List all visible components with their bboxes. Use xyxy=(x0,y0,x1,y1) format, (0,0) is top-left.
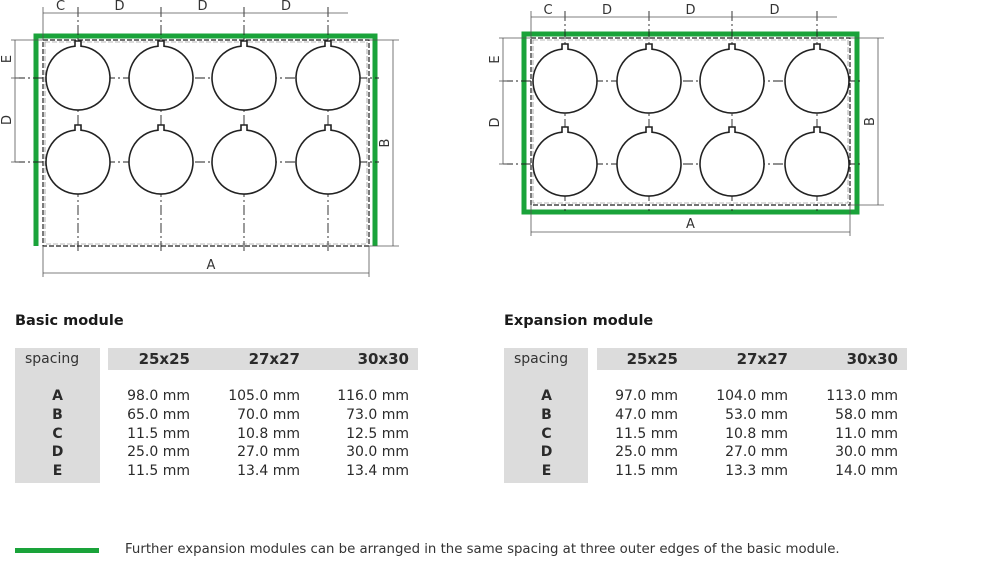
dim-label-b: B xyxy=(863,117,878,126)
table-cell: 47.0 mm xyxy=(615,406,678,423)
expansion-module-title: Expansion module xyxy=(504,313,654,329)
table-cell: 11.5 mm xyxy=(127,425,190,442)
dim-label-d: D xyxy=(281,0,291,14)
table-cell: 58.0 mm xyxy=(835,406,898,423)
header-bg xyxy=(108,348,418,370)
table-cell: 12.5 mm xyxy=(346,425,409,442)
row-label: A xyxy=(52,388,63,404)
module-diagrams: C D D D E D A B C D D D E D A B xyxy=(0,0,884,277)
dim-label-e: E xyxy=(488,55,503,63)
module-outline xyxy=(530,37,851,206)
dim-label-c: C xyxy=(56,0,65,14)
cutout-hole xyxy=(616,126,682,197)
label-column-bg xyxy=(504,348,588,483)
cutout-hole xyxy=(532,43,598,114)
table-cell: 13.3 mm xyxy=(725,463,788,480)
cutout-hole xyxy=(699,126,765,197)
table-cell: 105.0 mm xyxy=(228,388,300,404)
expansion-edge-green xyxy=(33,33,378,246)
column-header: 27x27 xyxy=(736,350,788,368)
dim-label-d: D xyxy=(685,3,695,18)
table-cell: 73.0 mm xyxy=(346,406,409,423)
cutout-hole xyxy=(211,124,277,195)
dim-label-d: D xyxy=(197,0,207,14)
column-header: 27x27 xyxy=(248,350,300,368)
expansion-edge-green xyxy=(521,31,860,215)
table-cell: 98.0 mm xyxy=(127,388,190,404)
spacing-label: spacing xyxy=(514,351,569,367)
table-cell: 53.0 mm xyxy=(725,406,788,423)
dim-label-c: C xyxy=(543,3,552,18)
green-legend-line xyxy=(15,548,99,553)
dim-label-a: A xyxy=(686,217,695,232)
dim-label-d: D xyxy=(602,3,612,18)
column-header: 25x25 xyxy=(138,350,190,368)
table-cell: 30.0 mm xyxy=(346,444,409,461)
dim-label-e: E xyxy=(0,55,15,63)
dim-label-a: A xyxy=(207,258,216,273)
label-column-bg xyxy=(15,348,100,483)
cutout-hole xyxy=(45,124,111,195)
table-cell: 104.0 mm xyxy=(716,388,788,404)
table-cell: 27.0 mm xyxy=(725,444,788,461)
table-cell: 11.0 mm xyxy=(835,425,898,442)
cutout-hole xyxy=(784,43,850,114)
dim-label-b: B xyxy=(378,139,393,148)
cutout-hole xyxy=(532,126,598,197)
table-cell: 11.5 mm xyxy=(615,425,678,442)
row-label: A xyxy=(541,388,552,404)
footer-note: Further expansion modules can be arrange… xyxy=(125,542,840,557)
row-label: B xyxy=(541,406,552,423)
basic-module-title: Basic module xyxy=(15,313,124,329)
table-cell: 11.5 mm xyxy=(615,463,678,480)
cutout-hole xyxy=(128,40,194,111)
cutout-hole xyxy=(295,124,361,195)
cutout-hole xyxy=(699,43,765,114)
module-outline xyxy=(42,39,370,247)
table-cell: 65.0 mm xyxy=(127,406,190,423)
dim-label-d: D xyxy=(769,3,779,18)
row-label: C xyxy=(52,425,63,442)
table-cell: 13.4 mm xyxy=(237,463,300,480)
table-cell: 11.5 mm xyxy=(127,463,190,480)
cutout-hole xyxy=(211,40,277,111)
column-header: 30x30 xyxy=(357,350,409,368)
table-cell: 14.0 mm xyxy=(835,463,898,480)
row-label: C xyxy=(541,425,552,442)
table-cell: 10.8 mm xyxy=(725,425,788,442)
table-cell: 25.0 mm xyxy=(127,444,190,461)
table-cell: 27.0 mm xyxy=(237,444,300,461)
column-header: 25x25 xyxy=(626,350,678,368)
table-cell: 30.0 mm xyxy=(835,444,898,461)
spacing-label: spacing xyxy=(25,351,80,367)
table-cell: 97.0 mm xyxy=(615,388,678,404)
table-cell: 25.0 mm xyxy=(615,444,678,461)
table-cell: 10.8 mm xyxy=(237,425,300,442)
row-label: B xyxy=(52,406,63,423)
table-cell: 70.0 mm xyxy=(237,406,300,423)
cutout-hole xyxy=(616,43,682,114)
cutout-hole xyxy=(45,40,111,111)
cutout-hole xyxy=(295,40,361,111)
row-label: D xyxy=(51,444,64,461)
dim-label-d: D xyxy=(114,0,124,14)
table-cell: 13.4 mm xyxy=(346,463,409,480)
dim-label-d-vertical: D xyxy=(0,115,15,125)
table-cell: 113.0 mm xyxy=(826,388,898,404)
row-label: E xyxy=(541,463,552,480)
header-bg xyxy=(597,348,907,370)
module-inner-outline xyxy=(532,39,849,204)
table-cell: 116.0 mm xyxy=(337,388,409,404)
dim-label-d-vertical: D xyxy=(488,117,503,127)
row-label: E xyxy=(52,463,63,480)
column-header: 30x30 xyxy=(846,350,898,368)
cutout-hole xyxy=(128,124,194,195)
module-inner-outline xyxy=(44,41,368,245)
cutout-hole xyxy=(784,126,850,197)
row-label: D xyxy=(540,444,553,461)
